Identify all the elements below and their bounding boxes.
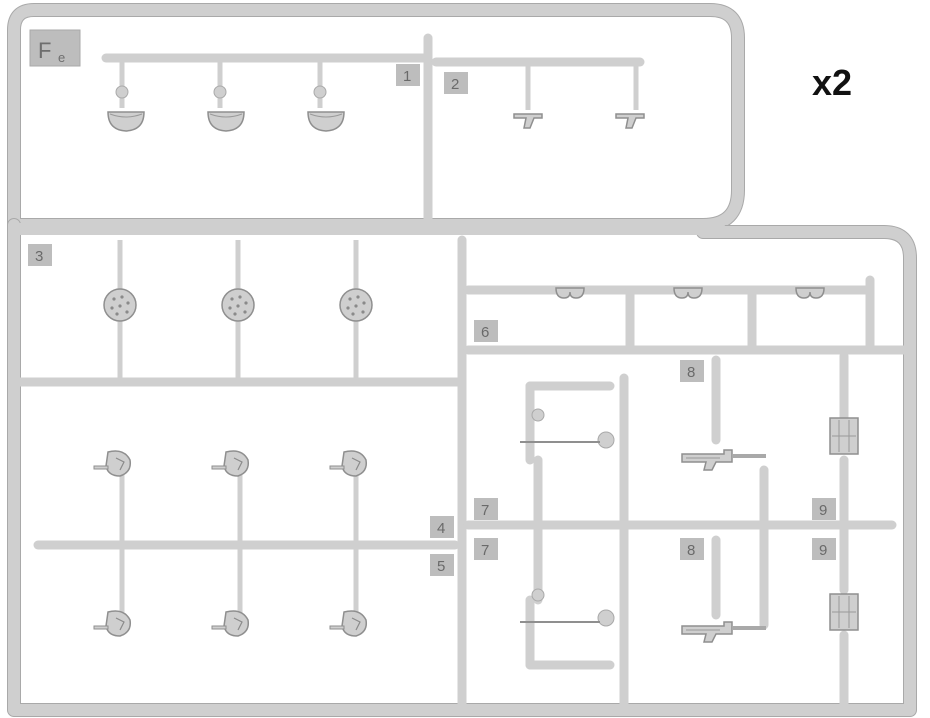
part-label-8b: 8 xyxy=(687,542,695,559)
part-label-7a: 7 xyxy=(481,502,489,519)
sprue-id-tab: F e xyxy=(29,29,81,67)
part-label-9a: 9 xyxy=(819,502,827,519)
part-label-2: 2 xyxy=(451,76,459,93)
part-label-4: 4 xyxy=(437,520,445,537)
part-label-7b: 7 xyxy=(481,542,489,559)
part-4-5-heads xyxy=(93,450,368,637)
quantity-label: x2 xyxy=(812,62,853,103)
part-number-tabs: 1 2 3 4 5 6 7 7 8 8 9 9 xyxy=(28,64,836,576)
part-3-domes xyxy=(103,240,373,382)
part-label-3: 3 xyxy=(35,248,43,265)
frame-runners xyxy=(7,3,917,717)
part-2-guns xyxy=(513,62,645,129)
sprue-id-suffix: e xyxy=(58,50,65,65)
part-label-8a: 8 xyxy=(687,364,695,381)
part-7-handles xyxy=(520,408,615,627)
inner-runners xyxy=(15,33,915,715)
part-label-5: 5 xyxy=(437,558,445,575)
part-label-1: 1 xyxy=(403,68,411,85)
sprue-id-letter: F xyxy=(38,38,51,63)
part-1-helmets xyxy=(107,58,345,132)
part-label-6: 6 xyxy=(481,324,489,341)
part-label-9b: 9 xyxy=(819,542,827,559)
